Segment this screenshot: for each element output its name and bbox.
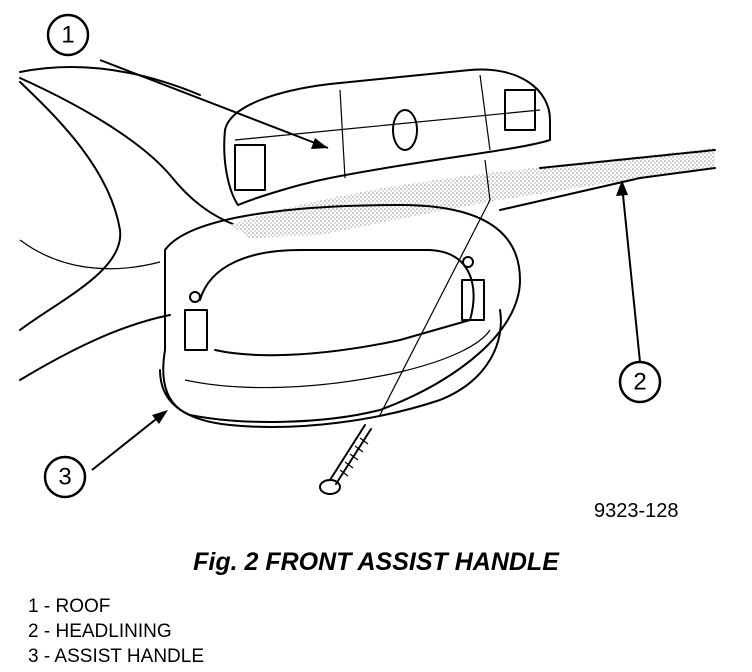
callout-3: 3 — [43, 455, 87, 499]
legend-item-separator: - — [38, 596, 56, 617]
legend-item-label: ASSIST HANDLE — [54, 646, 205, 667]
legend-item: 2 - HEADLINING — [28, 619, 204, 644]
legend-item-number: 2 — [28, 621, 39, 642]
legend-item: 1 - ROOF — [28, 594, 204, 619]
assist-handle-diagram: 1 2 3 — [19, 13, 716, 499]
figure-number: 9323-128 — [594, 500, 679, 522]
legend: 1 - ROOF 2 - HEADLINING 3 - ASSIST HANDL… — [28, 594, 204, 669]
callout-2-number: 2 — [633, 369, 646, 396]
legend-item-label: ROOF — [55, 596, 111, 617]
legend-item-number: 1 — [28, 596, 39, 617]
leader-lines — [91, 59, 641, 471]
legend-item-separator: - — [38, 646, 55, 667]
legend-item-label: HEADLINING — [55, 621, 172, 642]
callout-2: 2 — [618, 360, 662, 404]
callout-3-number: 3 — [58, 464, 71, 491]
figure-caption: Fig. 2 FRONT ASSIST HANDLE — [193, 548, 559, 576]
roof-outline — [19, 65, 236, 381]
callout-1: 1 — [46, 13, 90, 57]
legend-item-number: 3 — [28, 646, 39, 667]
assist-handle — [159, 204, 521, 429]
legend-item: 3 - ASSIST HANDLE — [28, 644, 204, 669]
roof-mounting-bracket — [223, 68, 551, 206]
legend-item-separator: - — [38, 621, 56, 642]
mounting-screw — [319, 424, 372, 495]
headlining-surface — [230, 148, 716, 238]
callout-1-number: 1 — [61, 22, 74, 49]
